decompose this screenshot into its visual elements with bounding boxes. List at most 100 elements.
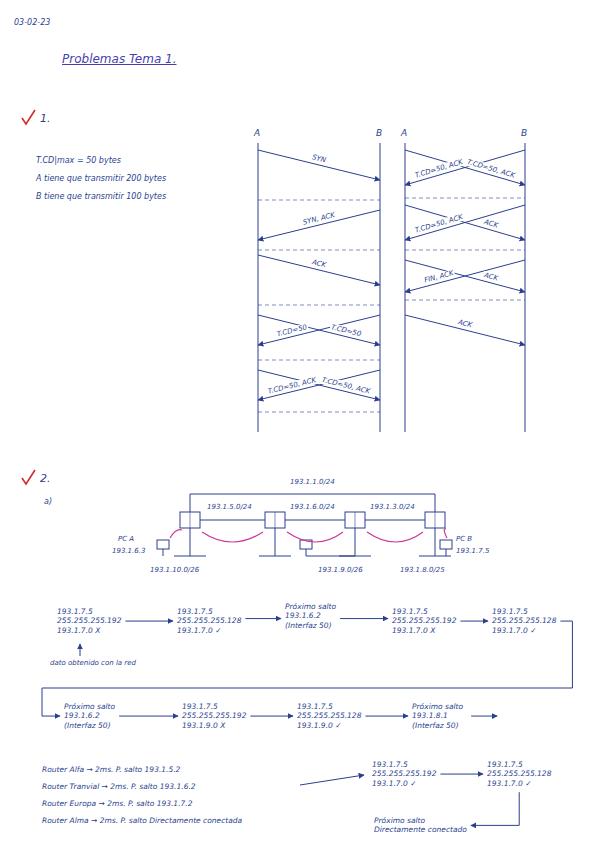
computer-symbol	[440, 540, 452, 549]
network-address: 193.1.5.0/24	[207, 503, 252, 511]
lan-link	[435, 528, 436, 556]
calculation-step: Próximo salto193.1.6.2(Interfaz 50)	[283, 600, 338, 632]
lan-link	[275, 528, 276, 556]
host-label: 193.1.7.5	[456, 547, 489, 555]
message-label: T.CD=50, ACK	[320, 375, 372, 395]
step-text: 193.1.7.5	[392, 607, 456, 616]
page-title: Problemas Tema 1.	[62, 52, 177, 66]
round-separator	[405, 300, 525, 301]
host-header: B	[521, 128, 527, 139]
network-address: 193.1.6.0/24	[290, 503, 335, 511]
message-label: ACK	[310, 258, 328, 270]
message-arrow	[405, 205, 525, 240]
round-separator	[405, 198, 525, 199]
message-label: SYN	[310, 153, 328, 165]
computer-symbol	[306, 549, 307, 556]
message-arrow	[258, 315, 380, 345]
check-mark	[22, 110, 35, 124]
router-note: Router Alfa → 2ms. P. salto 193.1.5.2	[42, 765, 180, 774]
step-text: 193.1.7.5	[177, 607, 241, 616]
calculation-step: 193.1.7.5255.255.255.128193.1.9.0 ✓	[295, 700, 363, 732]
router-symbol	[265, 512, 285, 528]
note: dato obtenido con la red	[50, 659, 136, 667]
host-label: PC B	[456, 535, 472, 543]
message-label: T.CD=50, ACK	[413, 158, 465, 180]
step-text: 193.1.9.0 X	[182, 721, 246, 730]
lan-link	[190, 528, 191, 556]
calculation-step: 193.1.7.5255.255.255.128193.1.7.0 ✓	[490, 605, 558, 637]
step-text: Próximo salto	[64, 702, 115, 711]
step-text: 255.255.255.128	[492, 616, 556, 625]
step-text: 255.255.255.192	[392, 616, 456, 625]
router-symbol	[180, 512, 200, 528]
flow-arrow	[460, 621, 488, 622]
flow-arrow	[471, 792, 519, 825]
step-text: 193.1.6.2	[285, 611, 336, 620]
step-text: 193.1.9.0 ✓	[297, 721, 361, 730]
round-separator	[405, 250, 525, 251]
host-label: PC A	[118, 535, 134, 543]
route-trace	[287, 532, 343, 542]
step-text: 193.1.7.5	[297, 702, 361, 711]
flow-arrow	[365, 716, 408, 717]
route-trace	[170, 530, 182, 538]
step-text: Próximo salto	[285, 602, 336, 611]
calculation-step: Próximo saltoDirectamente conectado	[372, 814, 469, 837]
network-address: 193.1.10.0/26	[150, 566, 199, 574]
step-text: 193.1.8.1	[412, 711, 463, 720]
network-address: 193.1.9.0/26	[318, 566, 363, 574]
step-text: 193.1.7.5	[372, 760, 436, 769]
problem-number: 2.	[40, 472, 51, 485]
flow-arrow	[340, 618, 388, 619]
step-text: (Interfaz 50)	[285, 621, 336, 630]
router-note: Router Europa → 2ms. P. salto 193.1.7.2	[42, 799, 192, 808]
lifeline	[525, 143, 526, 432]
network-link	[190, 494, 435, 495]
message-label: T.CD=50, ACK	[466, 158, 518, 180]
flow-arrow	[245, 618, 281, 619]
host-header: A	[254, 128, 260, 139]
message-arrow	[405, 205, 525, 240]
message-arrow	[258, 370, 380, 400]
flow-arrow	[250, 716, 293, 717]
step-text: (Interfaz 50)	[64, 721, 115, 730]
step-text: 193.1.7.0 ✓	[487, 779, 551, 788]
round-separator	[258, 200, 380, 201]
message-label: T.CD=50, ACK	[413, 213, 465, 235]
flow-arrow	[119, 716, 178, 717]
leader-arrow	[80, 644, 81, 656]
router-symbol	[425, 512, 445, 528]
lifeline	[380, 143, 381, 432]
calculation-step: 193.1.7.5255.255.255.192193.1.9.0 X	[180, 700, 248, 732]
problem-statement: T.CD|max = 50 bytes	[36, 156, 121, 166]
message-label: SYN, ACK	[301, 211, 337, 227]
lan-bus	[174, 556, 206, 557]
message-arrow	[405, 260, 525, 292]
problem-number: 1.	[40, 112, 51, 125]
step-text: 255.255.255.128	[177, 616, 241, 625]
host-header: A	[401, 128, 407, 139]
step-text: Directamente conectado	[374, 825, 467, 834]
step-text: 193.1.7.0 ✓	[177, 626, 241, 635]
calculation-step: Próximo salto193.1.6.2(Interfaz 50)	[62, 700, 117, 732]
network-address: 193.1.1.0/24	[290, 478, 335, 486]
network-address: 193.1.3.0/24	[370, 503, 415, 511]
route-trace	[444, 529, 447, 538]
message-arrow	[258, 210, 380, 240]
message-arrow	[405, 260, 525, 292]
message-arrow	[258, 150, 380, 180]
network-link	[200, 520, 265, 521]
flow-arrow	[440, 774, 483, 775]
message-arrow	[258, 255, 380, 285]
message-label: T.CD=50	[329, 323, 363, 339]
round-separator	[258, 412, 380, 413]
host-header: B	[376, 128, 382, 139]
network-link	[190, 494, 191, 512]
step-text: 193.1.7.0 ✓	[372, 779, 436, 788]
route-trace	[202, 532, 263, 542]
flow-arrow	[42, 621, 572, 716]
date: 03-02-23	[14, 18, 50, 28]
message-arrow	[405, 150, 525, 185]
